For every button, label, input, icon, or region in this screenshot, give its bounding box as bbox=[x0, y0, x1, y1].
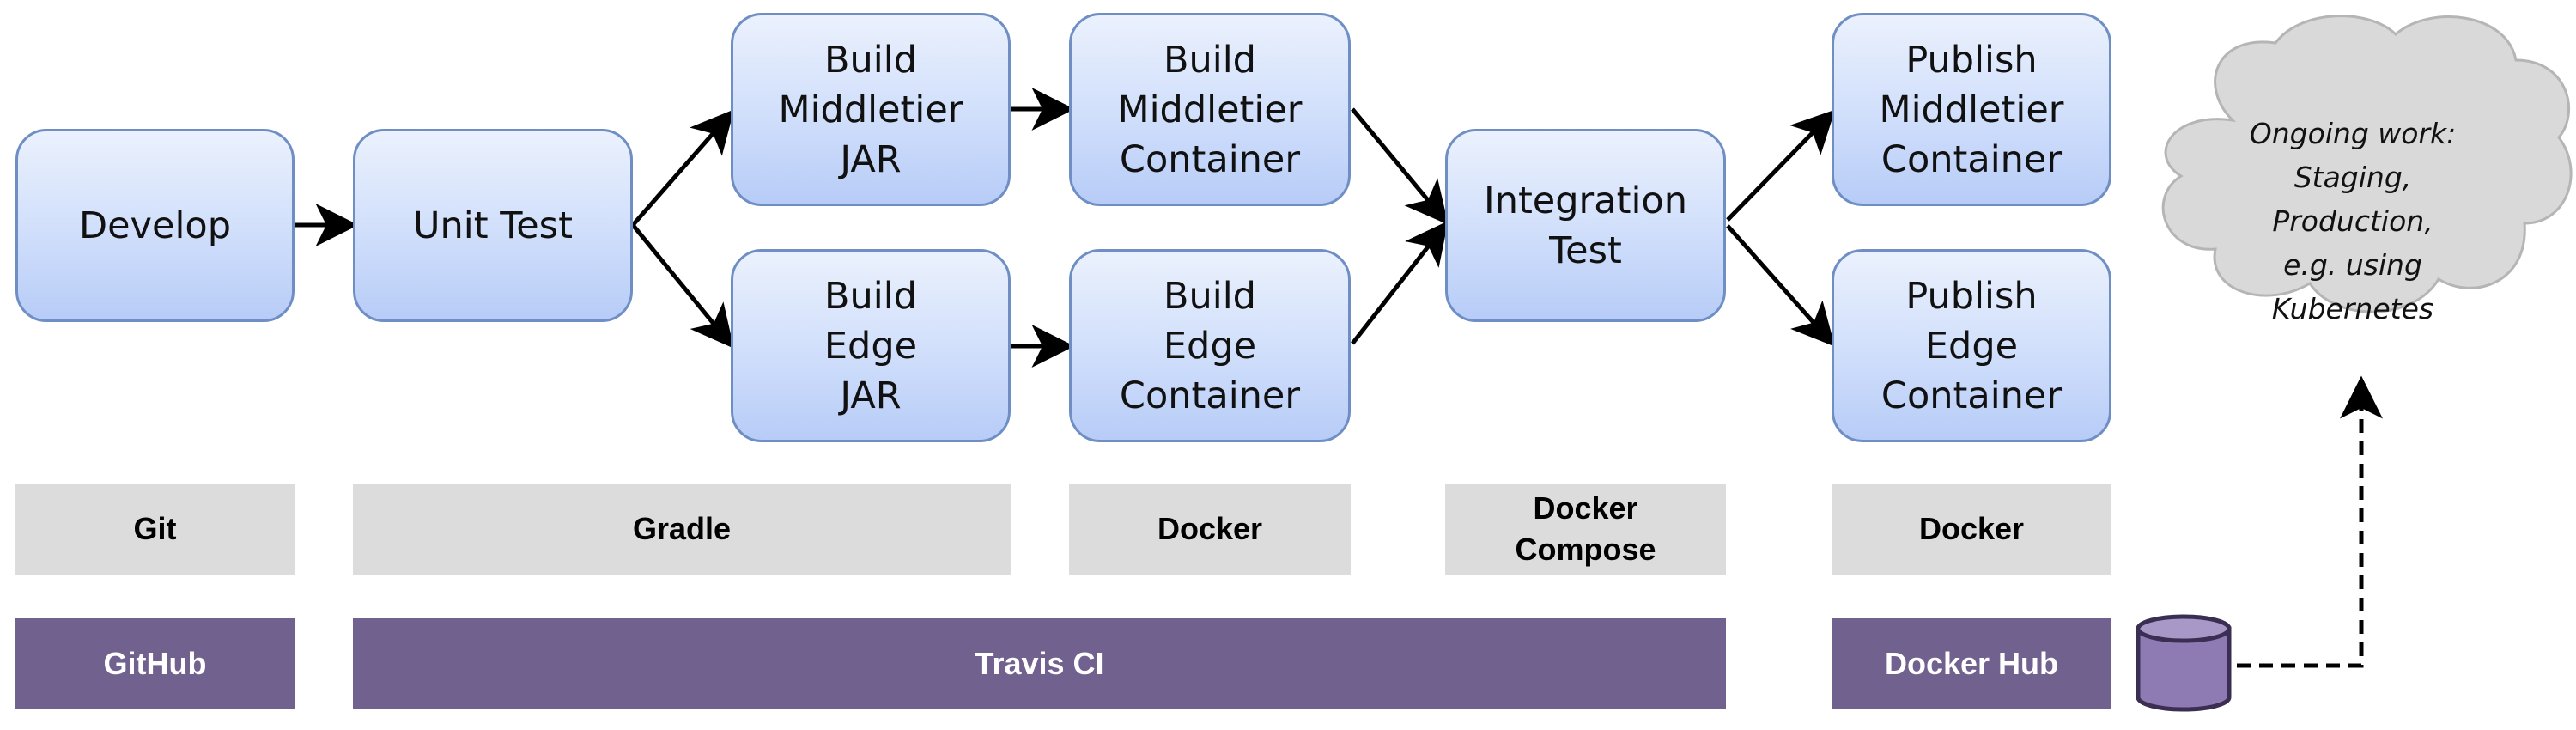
cloud-text-line: e.g. using bbox=[2283, 248, 2422, 282]
stage-label-line: Middletier bbox=[1879, 88, 2064, 131]
stage-label-line: Publish bbox=[1905, 274, 2038, 318]
stage-label-line: Middletier bbox=[1117, 88, 1303, 131]
stage-label-line: JAR bbox=[840, 374, 902, 417]
tool-label: Gradle bbox=[632, 511, 732, 546]
arrow-integration-to-publish-middletier bbox=[1726, 109, 1836, 222]
stage-label-line: Middletier bbox=[778, 88, 963, 131]
cloud-text-line: Ongoing work: bbox=[2249, 117, 2457, 150]
tool-docker-build: Docker bbox=[1069, 484, 1351, 575]
cloud-text-line: Production, bbox=[2272, 204, 2433, 238]
service-label: GitHub bbox=[103, 646, 207, 681]
arrow-integration-to-publish-edge bbox=[1726, 224, 1835, 347]
tool-gradle: Gradle bbox=[353, 484, 1011, 575]
arrow-unit-test-to-edge-jar bbox=[631, 223, 734, 349]
stage-label-line: JAR bbox=[840, 137, 902, 181]
service-label: Travis CI bbox=[975, 646, 1104, 681]
stage-label-line: Container bbox=[1119, 137, 1301, 181]
stage-build-middletier-jar: Build Middletier JAR bbox=[731, 13, 1011, 206]
cloud-ongoing-work-note: Ongoing work: Staging, Production, e.g. … bbox=[2172, 112, 2533, 331]
stage-label-line: Test bbox=[1549, 228, 1622, 272]
stage-label-line: Build bbox=[1163, 274, 1256, 318]
tool-label: Docker bbox=[1533, 490, 1638, 526]
stage-label-line: Container bbox=[1880, 137, 2063, 181]
arrow-edge-container-to-integration bbox=[1351, 221, 1449, 345]
service-docker-hub: Docker Hub bbox=[1832, 618, 2111, 709]
stage-unit-test-label: Unit Test bbox=[413, 204, 573, 247]
stage-unit-test: Unit Test bbox=[353, 129, 633, 322]
stage-develop-label: Develop bbox=[78, 204, 232, 247]
stage-publish-middletier-container: Publish Middletier Container bbox=[1832, 13, 2111, 206]
stage-integration-test: Integration Test bbox=[1445, 129, 1726, 322]
stage-label-line: Build bbox=[1163, 38, 1256, 82]
arrow-unit-test-to-middletier-jar bbox=[631, 109, 734, 227]
tool-label: Compose bbox=[1515, 532, 1656, 567]
tool-docker-compose: Docker Compose bbox=[1445, 484, 1726, 575]
stage-label-line: Edge bbox=[823, 324, 918, 368]
stage-publish-edge-container: Publish Edge Container bbox=[1832, 249, 2111, 442]
tool-label: Docker bbox=[1918, 511, 2025, 546]
cloud-text-line: Kubernetes bbox=[2271, 292, 2434, 325]
cloud-shape bbox=[2161, 15, 2573, 313]
stage-label-line: Publish bbox=[1905, 38, 2038, 82]
stage-label-line: Container bbox=[1880, 374, 2063, 417]
docker-hub-cylinder-icon bbox=[2136, 614, 2232, 712]
stage-build-middletier-container: Build Middletier Container bbox=[1069, 13, 1351, 206]
stage-develop: Develop bbox=[15, 129, 295, 322]
stage-label-line: Edge bbox=[1163, 324, 1257, 368]
service-github: GitHub bbox=[15, 618, 295, 709]
service-travis-ci: Travis CI bbox=[353, 618, 1726, 709]
stage-label-line: Edge bbox=[1924, 324, 2019, 368]
cloud-text-line: Staging, bbox=[2293, 161, 2412, 194]
service-label: Docker Hub bbox=[1884, 646, 2059, 681]
stage-label-line: Build bbox=[824, 274, 917, 318]
stage-build-edge-container: Build Edge Container bbox=[1069, 249, 1351, 442]
stage-label-line: Build bbox=[824, 38, 917, 82]
tool-label: Docker bbox=[1157, 511, 1263, 546]
tool-git: Git bbox=[15, 484, 295, 575]
stage-label-line: Container bbox=[1119, 374, 1301, 417]
arrow-docker-hub-to-cloud bbox=[2237, 375, 2383, 668]
arrow-middletier-container-to-integration bbox=[1351, 107, 1449, 225]
stage-build-edge-jar: Build Edge JAR bbox=[731, 249, 1011, 442]
tool-docker-publish: Docker bbox=[1832, 484, 2111, 575]
tool-label: Git bbox=[133, 511, 177, 546]
stage-label-line: Integration bbox=[1484, 179, 1687, 222]
